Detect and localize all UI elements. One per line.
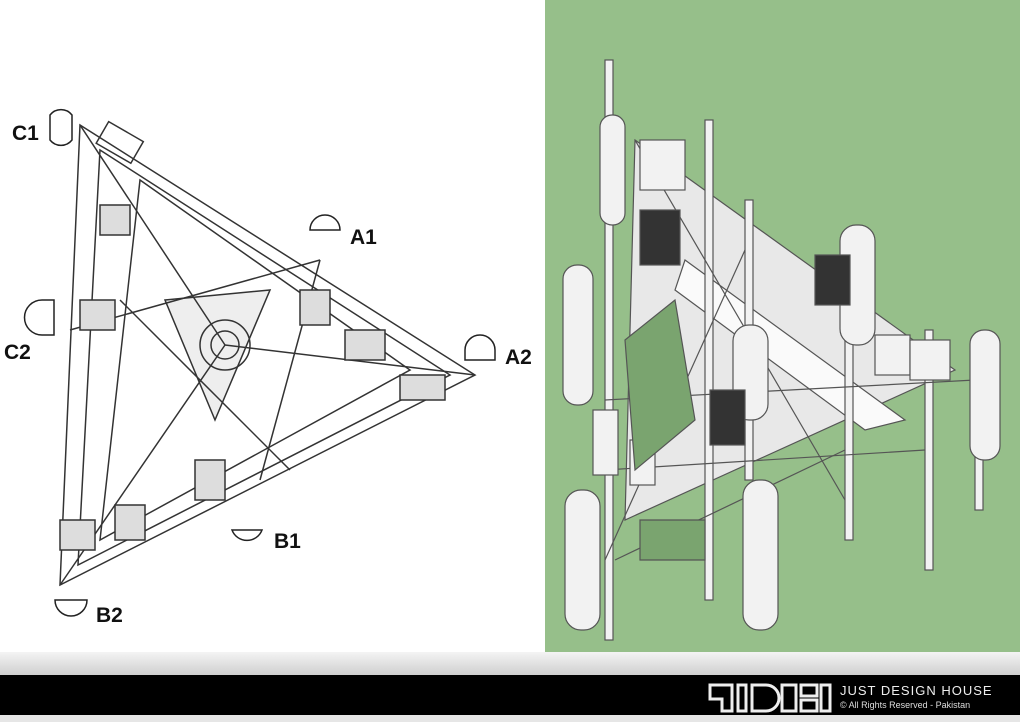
footer-bar bbox=[0, 675, 1020, 715]
antenna-mount-3d-render bbox=[545, 0, 1020, 652]
separator-band bbox=[0, 652, 1020, 675]
copyright-text: © All Rights Reserved - Pakistan bbox=[840, 700, 971, 710]
3d-tower-render bbox=[562, 59, 1001, 641]
label-c2: C2 bbox=[4, 341, 31, 364]
label-a1: A1 bbox=[350, 226, 377, 249]
antenna-b2 bbox=[54, 599, 88, 617]
antenna-b1 bbox=[230, 529, 264, 542]
antenna-a1 bbox=[309, 214, 341, 231]
antenna-a2 bbox=[464, 334, 496, 361]
brand-name: JUST DESIGN HOUSE bbox=[840, 683, 993, 698]
bottom-strip bbox=[0, 715, 1020, 722]
label-b2: B2 bbox=[96, 604, 123, 627]
antenna-mount-top-view-diagram: C1 A1 C2 A2 B1 B2 bbox=[0, 0, 543, 652]
label-b1: B1 bbox=[274, 530, 301, 553]
label-c1: C1 bbox=[12, 122, 39, 145]
label-a2: A2 bbox=[505, 346, 532, 369]
antenna-c2 bbox=[23, 299, 55, 336]
jdh-logo-icon bbox=[708, 683, 832, 713]
triangular-platform-drawing bbox=[23, 108, 496, 617]
antenna-c1 bbox=[49, 108, 73, 147]
